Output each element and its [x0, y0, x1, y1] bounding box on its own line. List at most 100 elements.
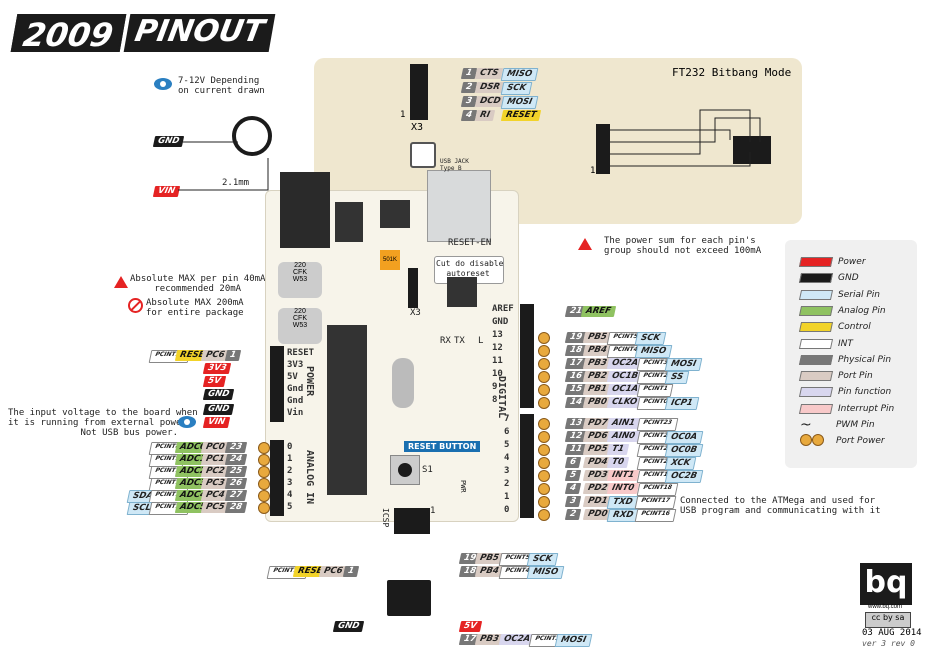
serial-tag: MISO	[526, 566, 565, 579]
port-power-icon	[538, 418, 550, 430]
legend-label: Control	[838, 322, 871, 333]
prohibited-icon	[128, 298, 143, 313]
cc-license-icon: cc by sa	[865, 612, 911, 628]
port-power-icon	[258, 502, 270, 514]
analog-header-pin: 0	[287, 442, 293, 452]
serial-tag: ICP1	[664, 397, 699, 410]
legend-label: Interrupt Pin	[838, 403, 895, 414]
serial-tag: SCK	[634, 332, 667, 345]
cut-note: Cut do disable autoreset	[436, 259, 504, 278]
x3-pin-one: 1	[400, 110, 406, 120]
serial-tag: MOSI	[554, 634, 593, 647]
pin-number-tag: 1	[224, 350, 242, 361]
function-tag: AIN0	[606, 431, 640, 442]
gnd-tag: GND	[332, 621, 365, 632]
reset-button[interactable]	[390, 455, 420, 485]
pcint-tag: PCINT1	[636, 384, 674, 397]
atmega-chip	[327, 325, 367, 495]
power-sum-note: The power sum for each pin's group shoul…	[604, 236, 762, 256]
legend-item: Port Power	[800, 433, 885, 447]
legend-swatch	[798, 273, 834, 284]
pcint-tag: PCINT16	[634, 509, 676, 522]
ft-signal: RI	[474, 110, 495, 121]
pin-number-tag: 25	[224, 466, 248, 477]
power-tag: VIN	[202, 417, 231, 428]
port-power-icon	[538, 444, 550, 456]
warning-icon	[578, 238, 592, 250]
legend-label: INT	[838, 338, 853, 349]
icsp-header	[394, 508, 430, 534]
interrupt-tag: INT0	[606, 483, 640, 494]
legend-label: Port Power	[836, 436, 885, 447]
crystal	[392, 358, 414, 408]
digital-header-pin: GND	[492, 317, 509, 327]
serial-tag: SS	[664, 371, 690, 384]
serial-tag: OC0B	[664, 444, 704, 457]
power-tag: 3V3	[202, 363, 232, 374]
ft-function: MISO	[500, 68, 539, 81]
legend-swatch	[798, 354, 834, 365]
ft-function: MOSI	[500, 96, 539, 109]
port-power-icon	[538, 509, 550, 521]
port-power-icon	[538, 496, 550, 508]
legend-label: GND	[838, 273, 859, 284]
bq-logo: bq	[860, 563, 912, 605]
pcint-tag: PCINT23	[636, 418, 678, 431]
pin-number-tag: 2	[564, 509, 582, 520]
legend-label: Serial Pin	[838, 289, 880, 300]
digital-header-pin: 9	[492, 382, 498, 392]
serial-tag: OC0A	[664, 431, 704, 444]
legend-item: Control	[798, 321, 871, 333]
icsp-one: 1	[430, 506, 436, 516]
ft-function: SCK	[500, 82, 533, 95]
digital-header-pin: 10	[492, 369, 503, 379]
power-input-note: 7-12V Depending on current drawn	[178, 76, 265, 96]
serial-tag: OC2B	[664, 470, 704, 483]
capacitor-2: 220 CFK W53	[278, 308, 322, 344]
legend-swatch	[798, 257, 834, 267]
pin-number-tag: 24	[224, 454, 248, 465]
legend-swatch	[798, 305, 834, 316]
digital-header-pin: 1	[504, 492, 510, 502]
legend-label: PWM Pin	[836, 420, 875, 430]
x3-label: X3	[411, 122, 424, 133]
title-word: PINOUT	[123, 14, 276, 52]
info-icon	[178, 416, 196, 428]
port-power-icon	[538, 371, 550, 383]
port-power-icon	[258, 454, 270, 466]
digital-header-pin: 8	[492, 395, 498, 405]
usb-jack	[427, 170, 491, 242]
reset-button-cap	[398, 463, 412, 477]
icsp-detail-header	[387, 580, 431, 616]
reset-en-label: RESET-EN	[448, 238, 492, 248]
usb-note: Connected to the ATMega and used for USB…	[680, 496, 881, 516]
legend-label: Analog Pin	[838, 305, 886, 316]
digital-header-top	[520, 304, 534, 408]
jack-icon	[232, 116, 272, 156]
analog-header	[270, 440, 284, 516]
pin-number-tag: 6	[564, 457, 582, 468]
max-package-note: Absolute MAX 200mA for entire package	[146, 298, 244, 318]
jack-wiring	[178, 141, 269, 191]
pin-number-tag: 3	[564, 496, 582, 507]
x3-connector	[410, 64, 428, 120]
function-tag: AIN1	[606, 418, 640, 429]
interrupt-tag: INT1	[606, 470, 640, 481]
max-pin-note: Absolute MAX per pin 40mA recommended 20…	[130, 274, 266, 294]
port-power-icon	[538, 384, 550, 396]
pin-number-tag: 1	[342, 566, 360, 577]
power-header	[270, 346, 284, 422]
power-header-pin: Vin	[287, 408, 304, 418]
function-tag: T1	[606, 444, 629, 455]
power-tag: 5V	[202, 376, 226, 387]
digital-header-pin: 13	[492, 330, 503, 340]
legend-swatch	[798, 403, 834, 414]
legend-label: Power	[838, 257, 866, 267]
legend-item: Pin function	[798, 386, 891, 398]
power-jack	[280, 172, 330, 248]
digital-header-pin: 11	[492, 356, 503, 366]
analog-header-pin: 3	[287, 478, 293, 488]
power-header-pin: 3V3	[287, 360, 304, 370]
vin-tag: VIN	[152, 186, 181, 197]
serial-tag: XCK	[664, 457, 697, 470]
